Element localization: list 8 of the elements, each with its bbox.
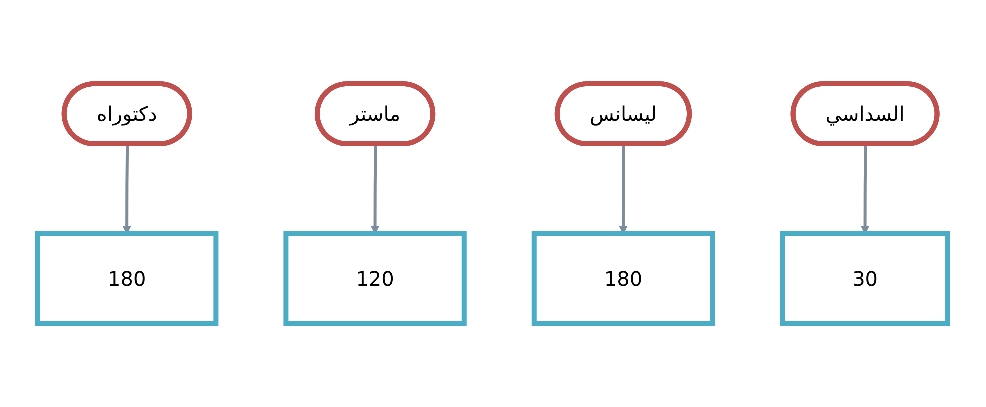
arrow <box>370 144 380 234</box>
node-box: 120 <box>284 231 467 326</box>
node-box: 180 <box>35 231 219 326</box>
arrow <box>122 144 132 234</box>
node-box: 180 <box>532 231 716 326</box>
node-box: 30 <box>780 231 950 326</box>
arrow <box>619 144 628 234</box>
arrow <box>860 144 870 234</box>
